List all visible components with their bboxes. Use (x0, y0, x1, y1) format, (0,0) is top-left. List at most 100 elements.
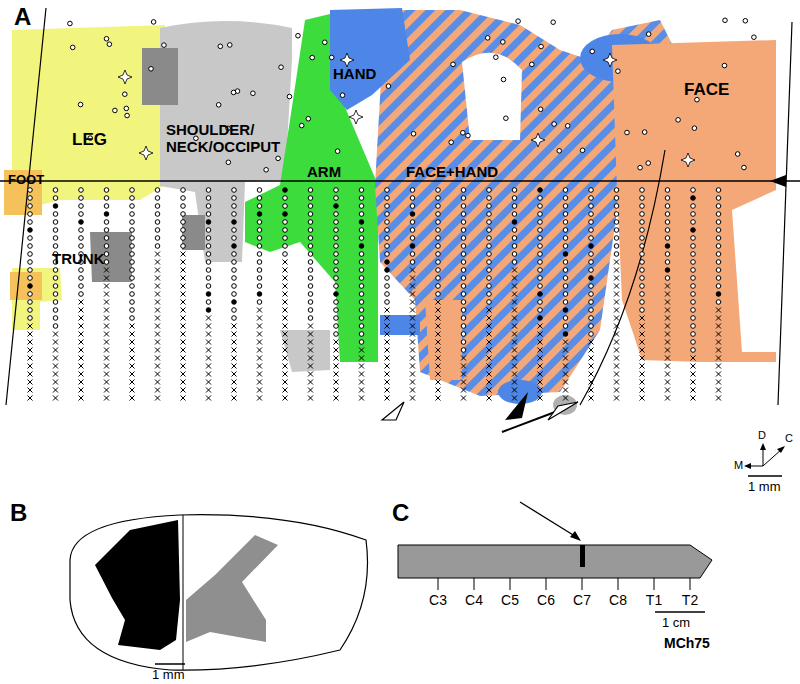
recording-site (461, 364, 466, 369)
recording-site (487, 324, 492, 329)
recording-site (257, 260, 262, 265)
recording-site (614, 380, 619, 385)
recording-site (436, 316, 441, 321)
axis-label: C (785, 432, 793, 444)
recording-site (155, 348, 160, 353)
recording-site (308, 260, 313, 265)
recording-site (130, 348, 135, 353)
recording-site (283, 212, 288, 217)
recording-site (563, 332, 568, 337)
recording-site (79, 236, 84, 241)
recording-site (181, 396, 186, 401)
recording-site (512, 252, 517, 257)
recording-site (512, 332, 517, 337)
recording-site (107, 42, 112, 47)
recording-site (504, 116, 509, 121)
recording-site (716, 380, 721, 385)
recording-site (181, 252, 186, 257)
recording-site (485, 36, 490, 41)
recording-site (53, 268, 58, 273)
recording-site (299, 123, 304, 128)
recording-site (665, 356, 670, 361)
recording-site (257, 228, 262, 233)
recording-site (449, 140, 454, 145)
recording-site (563, 356, 568, 361)
recording-site (538, 252, 543, 257)
recording-site (206, 300, 211, 305)
recording-site (512, 212, 517, 217)
recording-site (104, 196, 109, 201)
recording-site (385, 260, 390, 265)
recording-site (614, 204, 619, 209)
recording-site (232, 220, 237, 225)
recording-site (283, 196, 288, 201)
recording-site (104, 276, 109, 281)
recording-site (665, 300, 670, 305)
recording-site (283, 268, 288, 273)
recording-site (410, 372, 415, 377)
recording-site (512, 316, 517, 321)
recording-site (130, 276, 135, 281)
recording-site (743, 18, 748, 23)
recording-site (614, 252, 619, 257)
recording-site (79, 220, 84, 225)
recording-site (79, 316, 84, 321)
recording-site (359, 396, 364, 401)
recording-site (665, 196, 670, 201)
recording-site (691, 300, 696, 305)
recording-site (232, 204, 237, 209)
recording-site (79, 332, 84, 337)
recording-site (206, 372, 211, 377)
recording-site (308, 276, 313, 281)
recording-site (716, 292, 721, 297)
recording-site (104, 308, 109, 313)
recording-site (283, 388, 288, 393)
recording-site (104, 204, 109, 209)
recording-site (104, 364, 109, 369)
recording-site (716, 372, 721, 377)
recording-site (385, 276, 390, 281)
scale-label: 1 mm (748, 480, 781, 494)
recording-site (28, 332, 33, 337)
recording-site (563, 364, 568, 369)
region-label: SHOULDER/ NECK/OCCIPUT (166, 121, 296, 156)
recording-site (461, 388, 466, 393)
recording-site (206, 324, 211, 329)
recording-site (614, 236, 619, 241)
recording-site (385, 236, 390, 241)
recording-site (640, 188, 645, 193)
recording-site (512, 260, 517, 265)
recording-site (716, 268, 721, 273)
recording-site (79, 204, 84, 209)
recording-site (359, 244, 364, 249)
recording-site (436, 332, 441, 337)
recording-site (79, 380, 84, 385)
recording-site (53, 316, 58, 321)
recording-site (28, 308, 33, 313)
recording-site (283, 204, 288, 209)
recording-site (665, 252, 670, 257)
recording-site (716, 188, 721, 193)
recording-site (206, 316, 211, 321)
recording-site (512, 236, 517, 241)
recording-site (538, 228, 543, 233)
recording-site (162, 43, 167, 48)
recording-site (227, 43, 232, 48)
recording-site (614, 356, 619, 361)
recording-site (563, 268, 568, 273)
recording-site (691, 348, 696, 353)
segment-tick (510, 578, 511, 590)
recording-site (589, 196, 594, 201)
recording-site (385, 388, 390, 393)
recording-site (124, 106, 129, 111)
recording-site (359, 236, 364, 241)
recording-site (487, 244, 492, 249)
recording-site (640, 300, 645, 305)
recording-site (565, 124, 570, 129)
recording-site (692, 126, 697, 131)
recording-site (232, 252, 237, 257)
recording-site (589, 204, 594, 209)
recording-site (206, 364, 211, 369)
recording-site (104, 220, 109, 225)
recording-site (410, 260, 415, 265)
